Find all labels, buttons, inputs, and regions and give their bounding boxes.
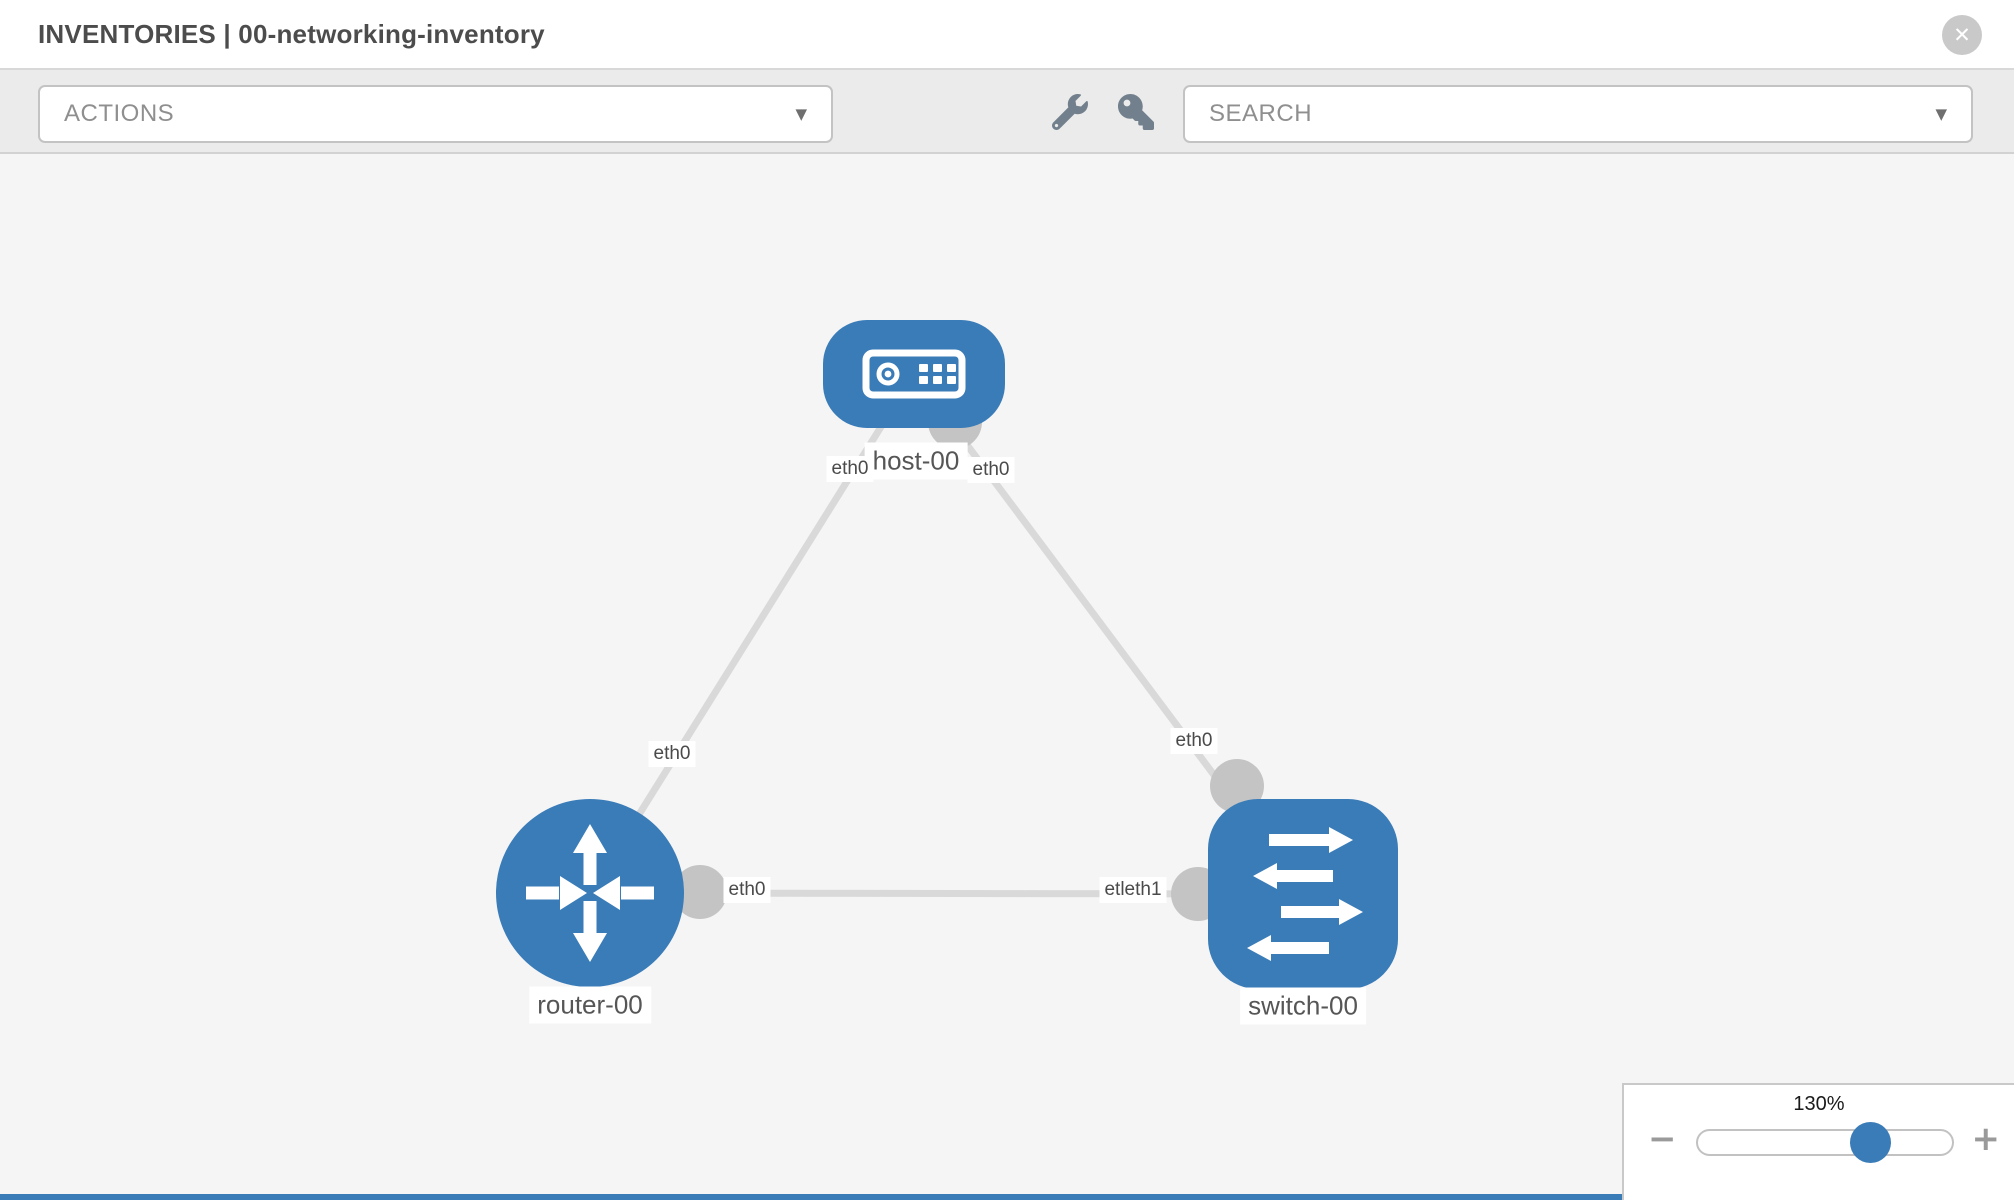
interface-label-router-eth0-top: eth0 bbox=[648, 741, 696, 767]
node-label-host: host-00 bbox=[864, 442, 968, 480]
actions-dropdown[interactable]: ACTIONS ▼ bbox=[38, 85, 833, 143]
endpoint-switch-top[interactable] bbox=[1210, 759, 1264, 813]
host-icon bbox=[862, 349, 966, 399]
zoom-slider-knob[interactable] bbox=[1850, 1122, 1891, 1163]
page-title: INVENTORIES | 00-networking-inventory bbox=[38, 19, 545, 49]
close-icon: ✕ bbox=[1953, 23, 1971, 47]
interface-label-host-eth0-right: eth0 bbox=[967, 457, 1015, 483]
header-bar: INVENTORIES | 00-networking-inventory ✕ bbox=[0, 0, 2014, 70]
interface-label-switch-eth1-left: etleth1 bbox=[1099, 877, 1167, 903]
node-label-switch: switch-00 bbox=[1240, 987, 1366, 1025]
node-label-router: router-00 bbox=[529, 986, 651, 1024]
chevron-down-icon: ▼ bbox=[795, 105, 807, 123]
node-host-00[interactable] bbox=[823, 320, 1005, 428]
wrench-icon[interactable] bbox=[1051, 94, 1088, 131]
topology-graph bbox=[496, 320, 1398, 989]
zoom-control-panel: 130% − + bbox=[1622, 1083, 2014, 1200]
zoom-percent-value: 130% bbox=[1793, 1093, 1845, 1115]
search-dropdown[interactable]: SEARCH ▼ bbox=[1183, 85, 1973, 143]
topology-canvas[interactable]: host-00 router-00 switch-00 eth0 eth0 et… bbox=[0, 154, 2014, 1200]
footer-bar bbox=[0, 1194, 2014, 1200]
actions-dropdown-label: ACTIONS bbox=[64, 100, 175, 127]
interface-label-host-eth0-left: eth0 bbox=[826, 456, 874, 482]
switch-icon bbox=[1247, 827, 1363, 961]
toolbar: ACTIONS ▼ SEARCH ▼ bbox=[0, 70, 2014, 154]
key-icon[interactable] bbox=[1118, 94, 1154, 130]
node-switch-00[interactable] bbox=[1208, 799, 1398, 989]
node-router-00[interactable] bbox=[496, 799, 684, 987]
interface-label-router-eth0-right: eth0 bbox=[723, 877, 771, 903]
zoom-in-button[interactable]: + bbox=[1971, 1119, 2001, 1159]
close-button[interactable]: ✕ bbox=[1942, 15, 1982, 55]
interface-label-switch-eth0-top: eth0 bbox=[1170, 728, 1218, 754]
router-icon bbox=[526, 824, 654, 962]
zoom-slider[interactable] bbox=[1696, 1122, 1954, 1163]
chevron-down-icon: ▼ bbox=[1935, 105, 1947, 123]
endpoint-router-right[interactable] bbox=[673, 865, 727, 919]
zoom-out-button[interactable]: − bbox=[1648, 1119, 1677, 1159]
search-dropdown-label: SEARCH bbox=[1209, 100, 1313, 127]
